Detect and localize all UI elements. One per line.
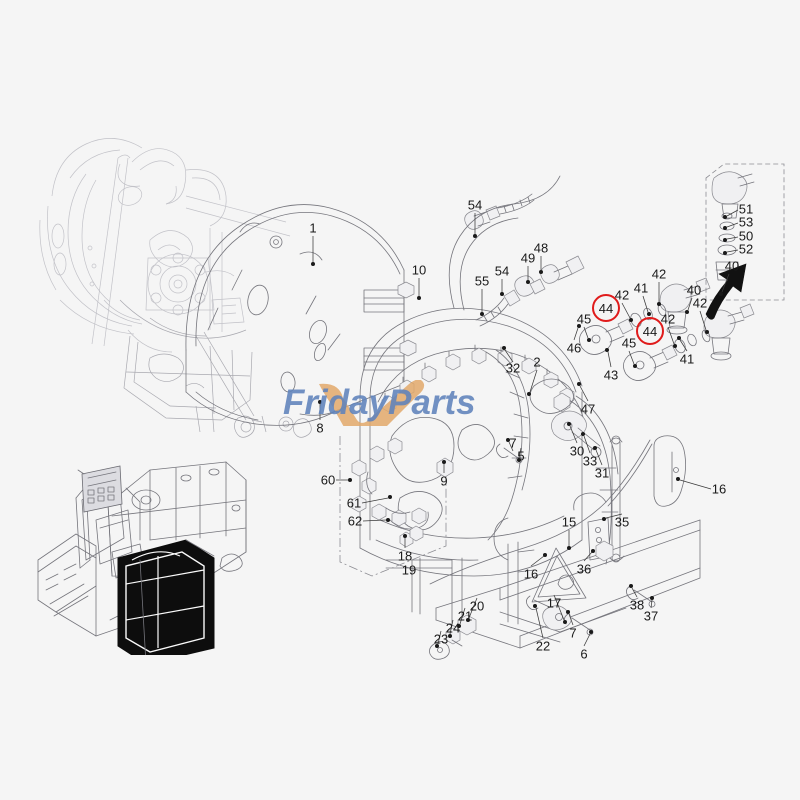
callout-number-5: 5 [517,448,525,464]
callout-number-22: 22 [535,638,551,654]
callout-number-40: 40 [724,258,740,274]
callout-number-30: 30 [569,443,585,459]
callout-number-53: 53 [738,214,754,230]
callout-number-62: 62 [347,513,363,529]
bracket-36 [595,540,614,562]
callout-number-2: 2 [533,354,541,370]
callout-number-15: 15 [561,514,577,530]
callout-number-52: 52 [738,241,754,257]
callout-number-7: 7 [509,435,517,451]
callout-number-6: 6 [580,646,588,662]
callout-number-41: 41 [633,280,649,296]
valve-body-upper [659,277,711,335]
group-boundary-box [339,436,447,577]
callout-number-7: 7 [569,625,577,641]
hydraulic-fittings-group [448,175,755,381]
callout-number-46: 46 [566,340,582,356]
fitting-cluster-44-left [579,307,653,355]
callout-number-16: 16 [711,481,727,497]
callout-number-36: 36 [576,561,592,577]
highlighted-part-marker-44[interactable]: 44 [636,317,664,345]
callout-number-61: 61 [346,495,362,511]
callout-number-50: 50 [738,228,754,244]
highlighted-component [117,539,215,655]
callout-number-37: 37 [643,608,659,624]
callout-number-48: 48 [533,240,549,256]
bolt-flange-top [377,344,585,421]
machine-frame-ghost [39,138,291,353]
callout-number-41: 41 [679,351,695,367]
callout-number-9: 9 [440,473,448,489]
callout-number-21: 21 [457,608,473,624]
detail-assembly [711,171,755,281]
callout-number-18: 18 [397,548,413,564]
base-frame-rails [385,435,701,649]
callout-number-10: 10 [411,262,427,278]
callout-number-47: 47 [580,401,596,417]
cab-illustration [37,461,247,655]
callout-number-43: 43 [603,367,619,383]
callout-number-45: 45 [621,335,637,351]
rear-cover-panel [485,349,686,565]
callout-number-24: 24 [445,620,461,636]
warning-triangle [531,547,587,603]
bolt-boss-9 [436,457,454,478]
callout-number-31: 31 [594,465,610,481]
callout-number-42: 42 [651,266,667,282]
callout-number-17: 17 [546,595,562,611]
callout-number-19: 19 [401,562,417,578]
callout-number-42: 42 [660,311,676,327]
fitting-cluster-44-right [623,333,697,381]
transmission-housing-front [185,204,417,426]
callout-number-60: 60 [320,472,336,488]
leader-lines [311,209,739,648]
callout-number-23: 23 [433,631,449,647]
callout-number-49: 49 [520,250,536,266]
callout-number-33: 33 [582,453,598,469]
callout-number-42: 42 [692,295,708,311]
callout-number-40: 40 [686,282,702,298]
callout-number-51: 51 [738,201,754,217]
callout-number-35: 35 [614,514,630,530]
machine-body-left [119,299,312,438]
wheel-hub-ghost [145,252,215,316]
highlighted-part-marker-44[interactable]: 44 [592,294,620,322]
callout-number-1: 1 [309,220,317,236]
callout-number-42: 42 [614,287,630,303]
bell-housing-main [351,307,585,577]
bolt-boss-cluster-left [397,281,417,357]
cab-cockpit [37,465,161,637]
small-parts-cluster-lower-left [429,614,477,660]
callout-number-20: 20 [469,598,485,614]
callout-number-55: 55 [474,273,490,289]
callout-number-45: 45 [576,311,592,327]
callout-number-54: 54 [494,263,510,279]
callout-number-54: 54 [467,197,483,213]
callout-number-38: 38 [629,597,645,613]
callout-number-32: 32 [505,360,521,376]
fitting-row-lower [475,255,585,327]
detail-inset-box [705,163,785,320]
callout-number-8: 8 [316,420,324,436]
callout-number-16: 16 [523,566,539,582]
